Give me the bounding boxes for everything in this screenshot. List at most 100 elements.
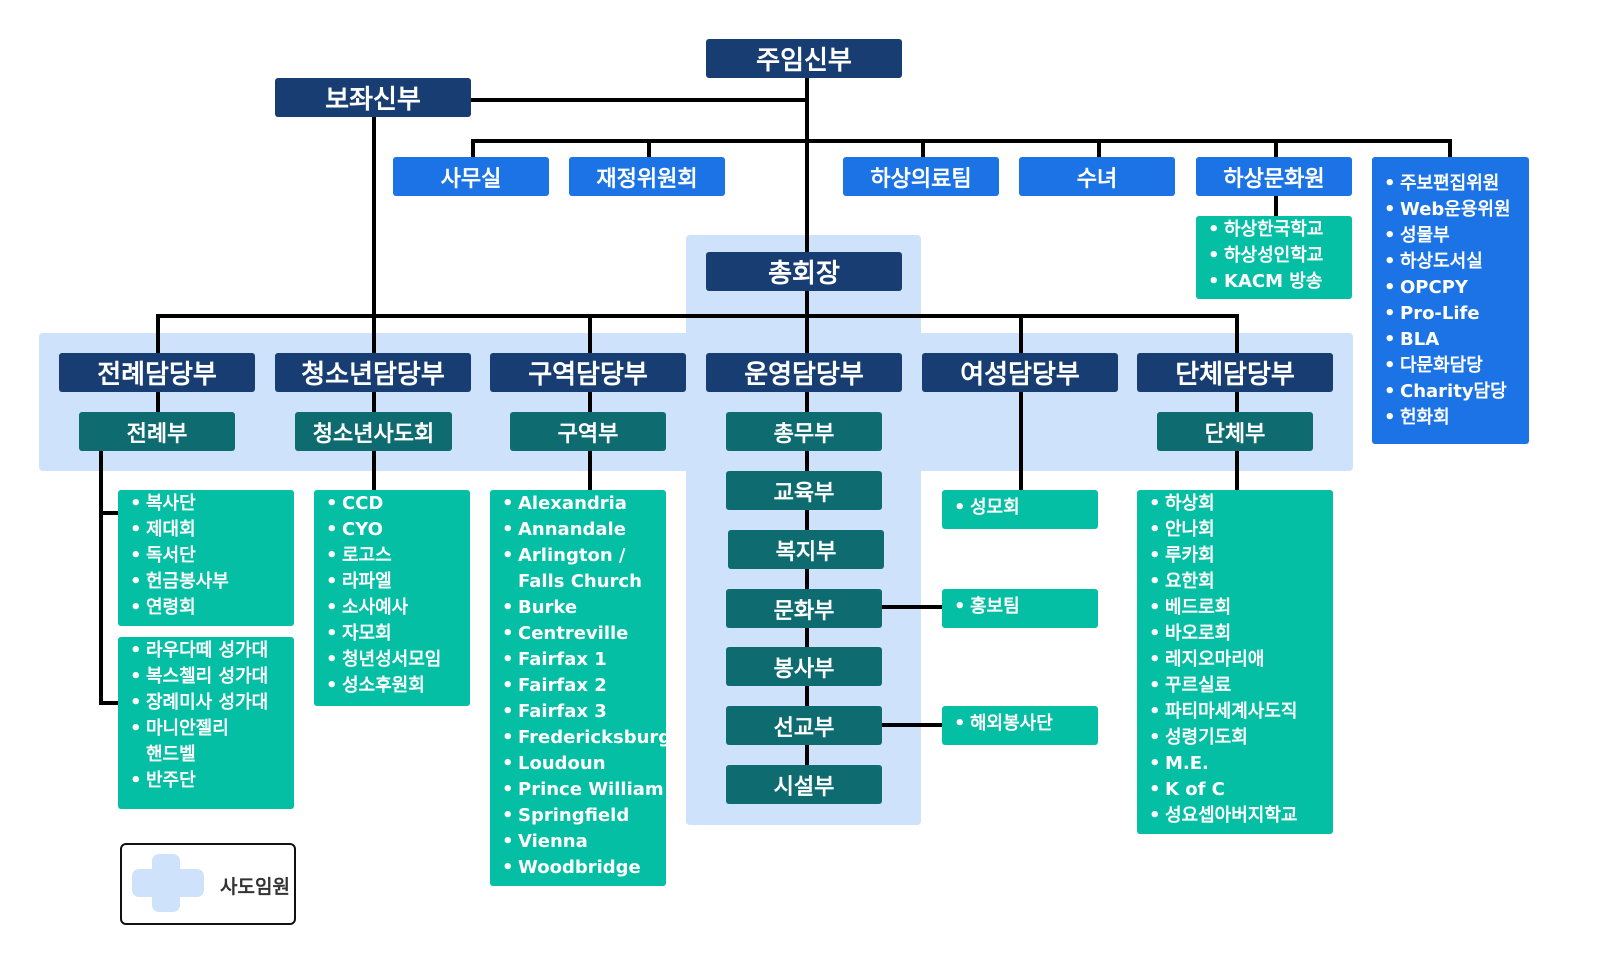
office-label: 사무실 bbox=[440, 166, 502, 192]
legend-label: 사도임원 bbox=[220, 876, 290, 898]
youth-list: CCD CYO 로고스 라파엘 소사예사 자모회 청년성서모임 성소후원회 bbox=[314, 490, 470, 706]
committee-list: 주보편집위원 Web운용위원 성물부 하상도서실 OPCPY Pro-Life … bbox=[1372, 157, 1529, 444]
list-item: 바오로회 bbox=[1149, 621, 1327, 647]
president-label: 총회장 bbox=[768, 259, 840, 289]
list-item: 하상한국학교 bbox=[1208, 217, 1346, 243]
women-list: 성모회 bbox=[942, 490, 1098, 529]
list-item: OPCPY bbox=[1384, 275, 1523, 301]
list-item: Loudoun bbox=[502, 751, 660, 777]
list-item: 베드로회 bbox=[1149, 595, 1327, 621]
connector bbox=[470, 98, 805, 102]
list-item: 독서단 bbox=[130, 543, 288, 569]
sub-youth: 청소년사도회 bbox=[295, 412, 452, 451]
connector bbox=[1019, 391, 1023, 490]
list-item: 연령회 bbox=[130, 595, 288, 621]
dept-youth: 청소년담당부 bbox=[275, 353, 471, 392]
list-item: 성령기도회 bbox=[1149, 725, 1327, 751]
list-item: 성물부 bbox=[1384, 223, 1523, 249]
connector bbox=[1235, 314, 1239, 355]
list-item: Charity담당 bbox=[1384, 379, 1523, 405]
list-item: 헌화회 bbox=[1384, 405, 1523, 431]
district-list: Alexandria Annandale Arlington / Falls C… bbox=[490, 490, 671, 886]
list-item: 성요셉아버지학교 bbox=[1149, 803, 1327, 829]
overseas-service-list: 해외봉사단 bbox=[942, 706, 1098, 745]
sub-organizations: 단체부 bbox=[1157, 412, 1313, 451]
connector bbox=[99, 511, 119, 515]
connector bbox=[882, 605, 942, 609]
list-item: 성모회 bbox=[954, 495, 1092, 521]
pr-team-list: 홍보팀 bbox=[942, 589, 1098, 628]
list-item: Vienna bbox=[502, 829, 660, 855]
connector bbox=[647, 139, 651, 158]
list-item: Woodbridge bbox=[502, 855, 660, 881]
ops-education: 교육부 bbox=[726, 471, 882, 510]
list-item: 마니안젤리 핸드벨 bbox=[130, 716, 288, 768]
ops-culture: 문화부 bbox=[726, 589, 882, 628]
connector bbox=[156, 391, 160, 413]
dept-district-label: 구역담당부 bbox=[528, 360, 648, 390]
list-item: BLA bbox=[1384, 327, 1523, 353]
legend: 사도임원 bbox=[120, 843, 296, 925]
sub-youth-label: 청소년사도회 bbox=[312, 421, 435, 447]
dept-liturgy: 전례담당부 bbox=[59, 353, 255, 392]
dept-district: 구역담당부 bbox=[490, 353, 686, 392]
list-item: 소사예사 bbox=[326, 595, 464, 621]
list-item: CYO bbox=[326, 517, 464, 543]
list-item: 복사단 bbox=[130, 491, 288, 517]
ops-facilities: 시설부 bbox=[726, 765, 882, 804]
ops-label: 선교부 bbox=[773, 715, 835, 741]
president-box: 총회장 bbox=[706, 252, 902, 291]
connector bbox=[99, 701, 119, 705]
list-item: Fairfax 3 bbox=[502, 699, 660, 725]
list-item: Pro-Life bbox=[1384, 301, 1523, 327]
ops-welfare: 복지부 bbox=[728, 530, 884, 569]
connector bbox=[156, 314, 160, 355]
list-item: 홍보팀 bbox=[954, 594, 1092, 620]
ops-service: 봉사부 bbox=[726, 647, 882, 686]
medical-team-box: 하상의료팀 bbox=[843, 157, 999, 196]
ops-label: 시설부 bbox=[773, 774, 835, 800]
connector bbox=[99, 451, 103, 705]
connector bbox=[471, 139, 1452, 143]
connector bbox=[805, 78, 809, 252]
list-item: 장례미사 성가대 bbox=[130, 690, 288, 716]
list-item: Alexandria bbox=[502, 491, 660, 517]
dept-operations-label: 운영담당부 bbox=[744, 360, 864, 390]
list-item: 청년성서모임 bbox=[326, 647, 464, 673]
connector bbox=[588, 314, 592, 355]
list-item: Burke bbox=[502, 595, 660, 621]
connector bbox=[1448, 139, 1452, 158]
finance-committee-box: 재정위원회 bbox=[569, 157, 725, 196]
list-item: 꾸르실료 bbox=[1149, 673, 1327, 699]
ops-label: 교육부 bbox=[773, 480, 835, 506]
list-item: 성소후원회 bbox=[326, 673, 464, 699]
list-item: Springfield bbox=[502, 803, 660, 829]
connector bbox=[156, 314, 1239, 318]
list-item: Web운용위원 bbox=[1384, 197, 1523, 223]
culture-center-box: 하상문화원 bbox=[1196, 157, 1352, 196]
connector bbox=[372, 117, 376, 355]
list-item: 자모회 bbox=[326, 621, 464, 647]
assistant-pastor-label: 보좌신부 bbox=[325, 85, 421, 115]
ops-label: 총무부 bbox=[773, 421, 835, 447]
finance-committee-label: 재정위원회 bbox=[596, 166, 698, 192]
sub-district-label: 구역부 bbox=[557, 421, 619, 447]
ops-general-affairs: 총무부 bbox=[726, 412, 882, 451]
ops-label: 봉사부 bbox=[773, 656, 835, 682]
list-item: CCD bbox=[326, 491, 464, 517]
dept-organizations-label: 단체담당부 bbox=[1175, 360, 1295, 390]
sub-liturgy-label: 전례부 bbox=[126, 421, 188, 447]
office-box: 사무실 bbox=[393, 157, 549, 196]
sub-organizations-label: 단체부 bbox=[1204, 421, 1266, 447]
dept-liturgy-label: 전례담당부 bbox=[97, 360, 217, 390]
culture-center-list: 하상한국학교 하상성인학교 KACM 방송 bbox=[1196, 216, 1352, 299]
dept-women: 여성담당부 bbox=[922, 353, 1118, 392]
liturgy-list-1: 복사단 제대회 독서단 헌금봉사부 연령회 bbox=[118, 490, 294, 626]
list-item: 하상성인학교 bbox=[1208, 243, 1346, 269]
connector bbox=[805, 291, 809, 355]
list-item: Arlington / Falls Church bbox=[502, 543, 660, 595]
list-item: 헌금봉사부 bbox=[130, 569, 288, 595]
connector bbox=[1097, 139, 1101, 158]
ops-label: 문화부 bbox=[773, 598, 835, 624]
nuns-box: 수녀 bbox=[1019, 157, 1175, 196]
